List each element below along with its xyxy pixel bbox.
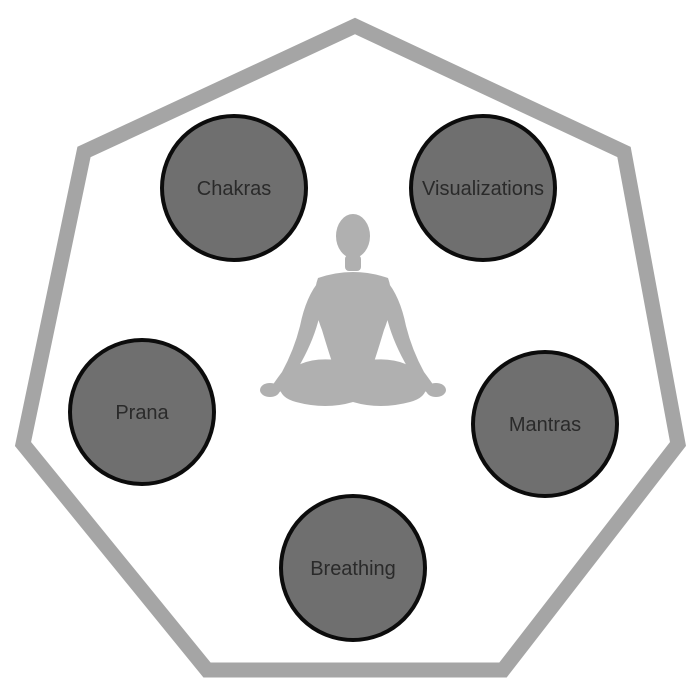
node-chakras: Chakras xyxy=(162,116,306,260)
node-visualizations: Visualizations xyxy=(411,116,555,260)
node-label: Mantras xyxy=(509,414,581,436)
node-mantras: Mantras xyxy=(473,352,617,496)
node-prana: Prana xyxy=(70,340,214,484)
node-label: Prana xyxy=(115,402,169,424)
meditating-person-icon xyxy=(260,214,446,406)
node-label: Breathing xyxy=(310,558,396,580)
node-label: Visualizations xyxy=(422,178,544,200)
node-label: Chakras xyxy=(197,178,271,200)
node-breathing: Breathing xyxy=(281,496,425,640)
